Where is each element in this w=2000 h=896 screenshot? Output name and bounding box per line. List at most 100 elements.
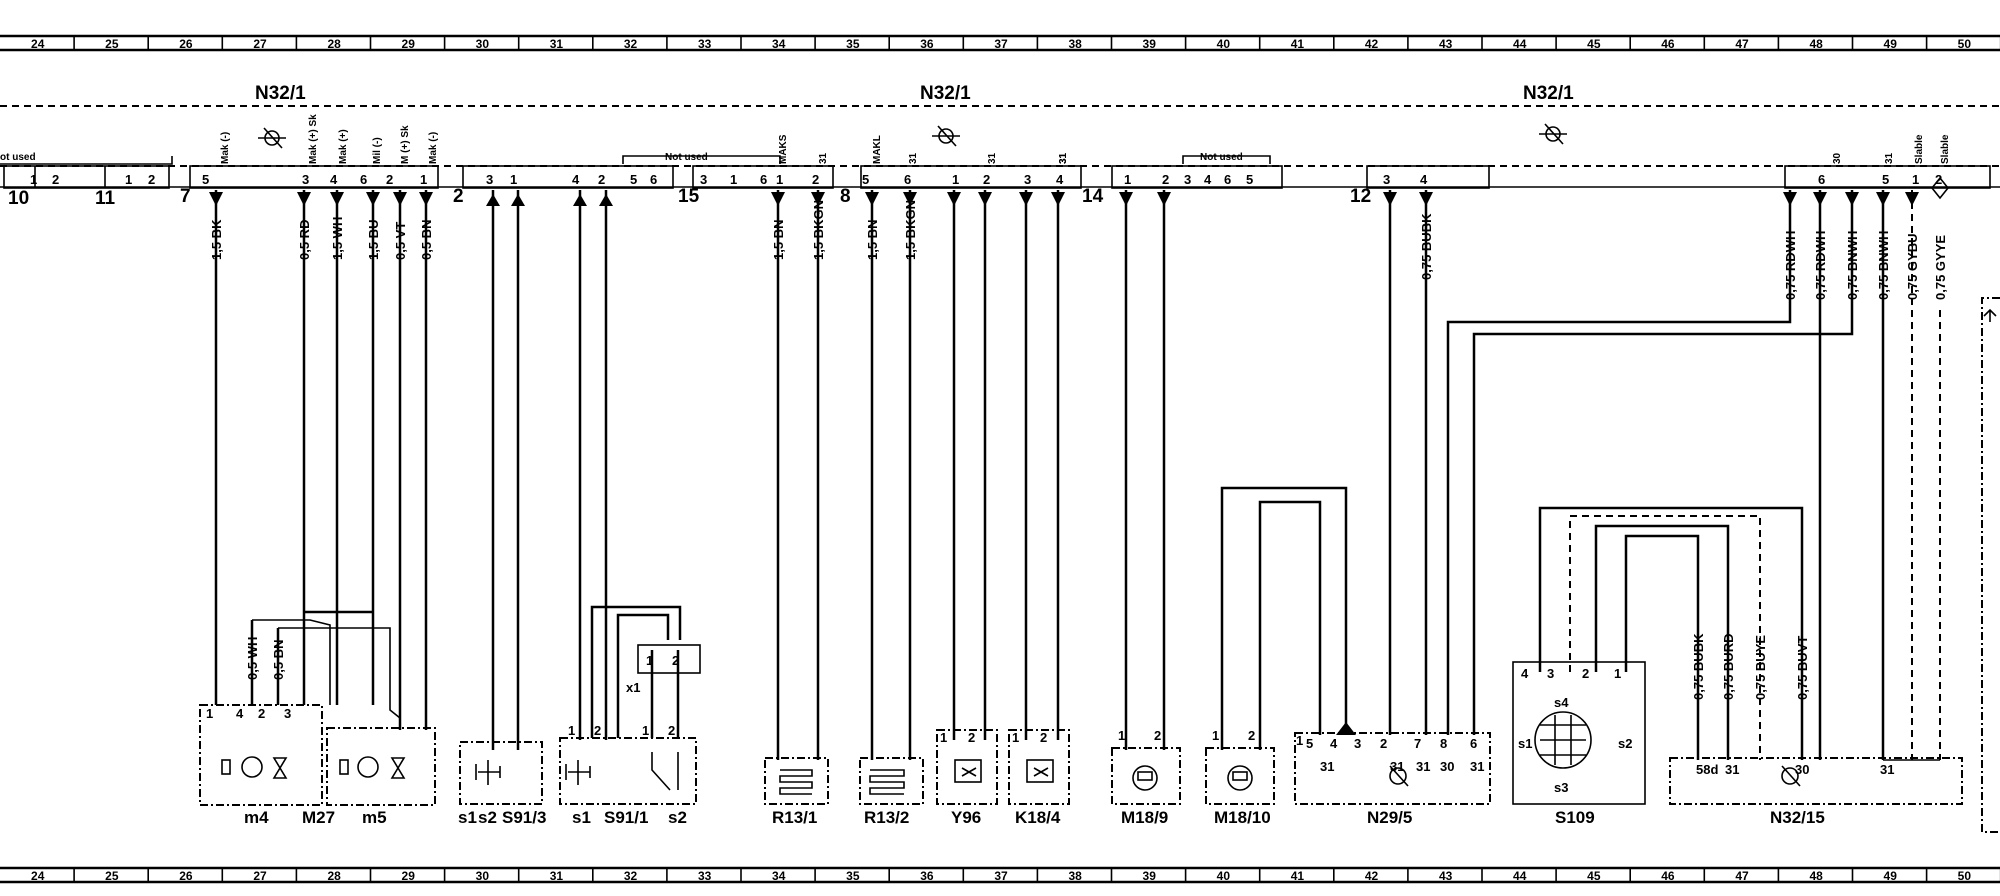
connector-pin: 1 (420, 172, 427, 187)
component-label: N29/5 (1367, 808, 1412, 827)
arrow-down-icon (330, 192, 344, 206)
arrow-down-icon (865, 192, 879, 206)
wire-label: 0,75 BUBK (1419, 213, 1434, 280)
arrow-down-icon (903, 192, 917, 206)
wire-label: 1,5 BU (366, 220, 381, 260)
connector-number: 14 (1082, 186, 1104, 207)
grid-number: 37 (994, 37, 1008, 51)
arrow-down-icon (366, 192, 380, 206)
grid-number: 40 (1217, 869, 1231, 883)
pin-function: Mak (-) (220, 132, 231, 164)
component-pin: s3 (1554, 780, 1568, 795)
connector-pin: 3 (1024, 172, 1031, 187)
connector-pin: 4 (330, 172, 338, 187)
grid-number: 44 (1513, 37, 1527, 51)
grid-number: 29 (402, 37, 416, 51)
arrow-up-icon (599, 194, 613, 206)
arrow-down-icon (811, 192, 825, 206)
grid-number: 39 (1143, 869, 1157, 883)
wire-label: 0,5 VT (393, 222, 408, 260)
pin-function: MAKL (872, 135, 883, 164)
component-label: K18/4 (1015, 808, 1061, 827)
component-pin: 2 (672, 653, 679, 668)
grid-number: 48 (1809, 37, 1823, 51)
grid-number: 30 (476, 869, 490, 883)
component-label: R13/2 (864, 808, 909, 827)
grid-number: 26 (179, 869, 193, 883)
component-pin: 1 (940, 730, 947, 745)
arrow-down-icon (947, 192, 961, 206)
connector-number: 8 (840, 186, 851, 207)
connector-pin: 3 (1383, 172, 1390, 187)
grid-number: 46 (1661, 37, 1675, 51)
grid-number: 40 (1217, 37, 1231, 51)
wire-label: 0,5 BN (419, 220, 434, 260)
ground-symbol-icon (258, 127, 286, 149)
component-pin: s4 (1554, 695, 1569, 710)
wire-label: 1,5 BN (865, 220, 880, 260)
wire-label: 0,5 BN (271, 640, 286, 680)
connector-number: 11 (95, 188, 116, 209)
heater-element-icon (869, 769, 905, 795)
grid-number: 38 (1068, 37, 1082, 51)
arrow-down-icon (1419, 192, 1433, 206)
arrow-down-icon (1876, 192, 1890, 206)
component-pin: 1 (206, 706, 213, 721)
arrow-down-icon (209, 192, 223, 206)
connector-pin: 5 (630, 172, 637, 187)
grid-number: 34 (772, 869, 786, 883)
component-pin: 30 (1440, 759, 1454, 774)
component-label: R13/1 (772, 808, 817, 827)
connector-pin: 4 (1420, 172, 1428, 187)
connector-pin: 4 (572, 172, 580, 187)
connector-pin: 2 (983, 172, 990, 187)
component-label: m5 (362, 808, 387, 827)
connector-pin: 5 (862, 172, 869, 187)
component-pin: 31 (1470, 759, 1484, 774)
connector-number: 12 (1350, 186, 1371, 207)
arrow-down-icon (1845, 192, 1859, 206)
grid-number: 49 (1884, 37, 1898, 51)
grid-number: 41 (1291, 37, 1305, 51)
component-pin: 31 (1416, 759, 1430, 774)
ground-symbol-icon (1781, 765, 1801, 787)
component-label: S91/1 (604, 808, 648, 827)
component-pin: 2 (968, 730, 975, 745)
connector-pin: 2 (148, 172, 155, 187)
grid-number: 37 (994, 869, 1008, 883)
grid-number: 31 (550, 37, 564, 51)
grid-number: 28 (327, 37, 341, 51)
connector-number: 10 (8, 188, 29, 209)
control-unit-label: N32/1 (255, 83, 306, 104)
component-pin: 3 (1547, 666, 1554, 681)
connector-pin: 1 (125, 172, 132, 187)
component-pin: 2 (258, 706, 265, 721)
grid-number: 43 (1439, 869, 1453, 883)
component-label: S91/3 (502, 808, 546, 827)
grid-number: 32 (624, 37, 638, 51)
not-used-label: Not used (665, 152, 708, 163)
connector-pin: 2 (386, 172, 393, 187)
component-pin: 31 (1725, 762, 1739, 777)
arrow-down-icon (1019, 192, 1033, 206)
grid-number: 30 (476, 37, 490, 51)
control-unit-label: N32/1 (1523, 83, 1574, 104)
pin-function: 31 (1058, 152, 1069, 164)
arrow-down-icon (393, 192, 407, 206)
grid-number: 28 (327, 869, 341, 883)
grid-number: 38 (1068, 869, 1082, 883)
component-pin: 31 (1390, 759, 1404, 774)
connector-number: 2 (453, 186, 464, 207)
component-pin: 2 (1248, 728, 1255, 743)
arrow-up-icon (573, 194, 587, 206)
arrow-down-icon (1905, 192, 1919, 206)
connector-pin: 1 (952, 172, 959, 187)
component-pin: x1 (626, 680, 640, 695)
grid-number: 49 (1884, 869, 1898, 883)
pin-function: 30 (1832, 152, 1843, 164)
connector-pin: 3 (700, 172, 707, 187)
not-used-label: ot used (0, 152, 36, 163)
